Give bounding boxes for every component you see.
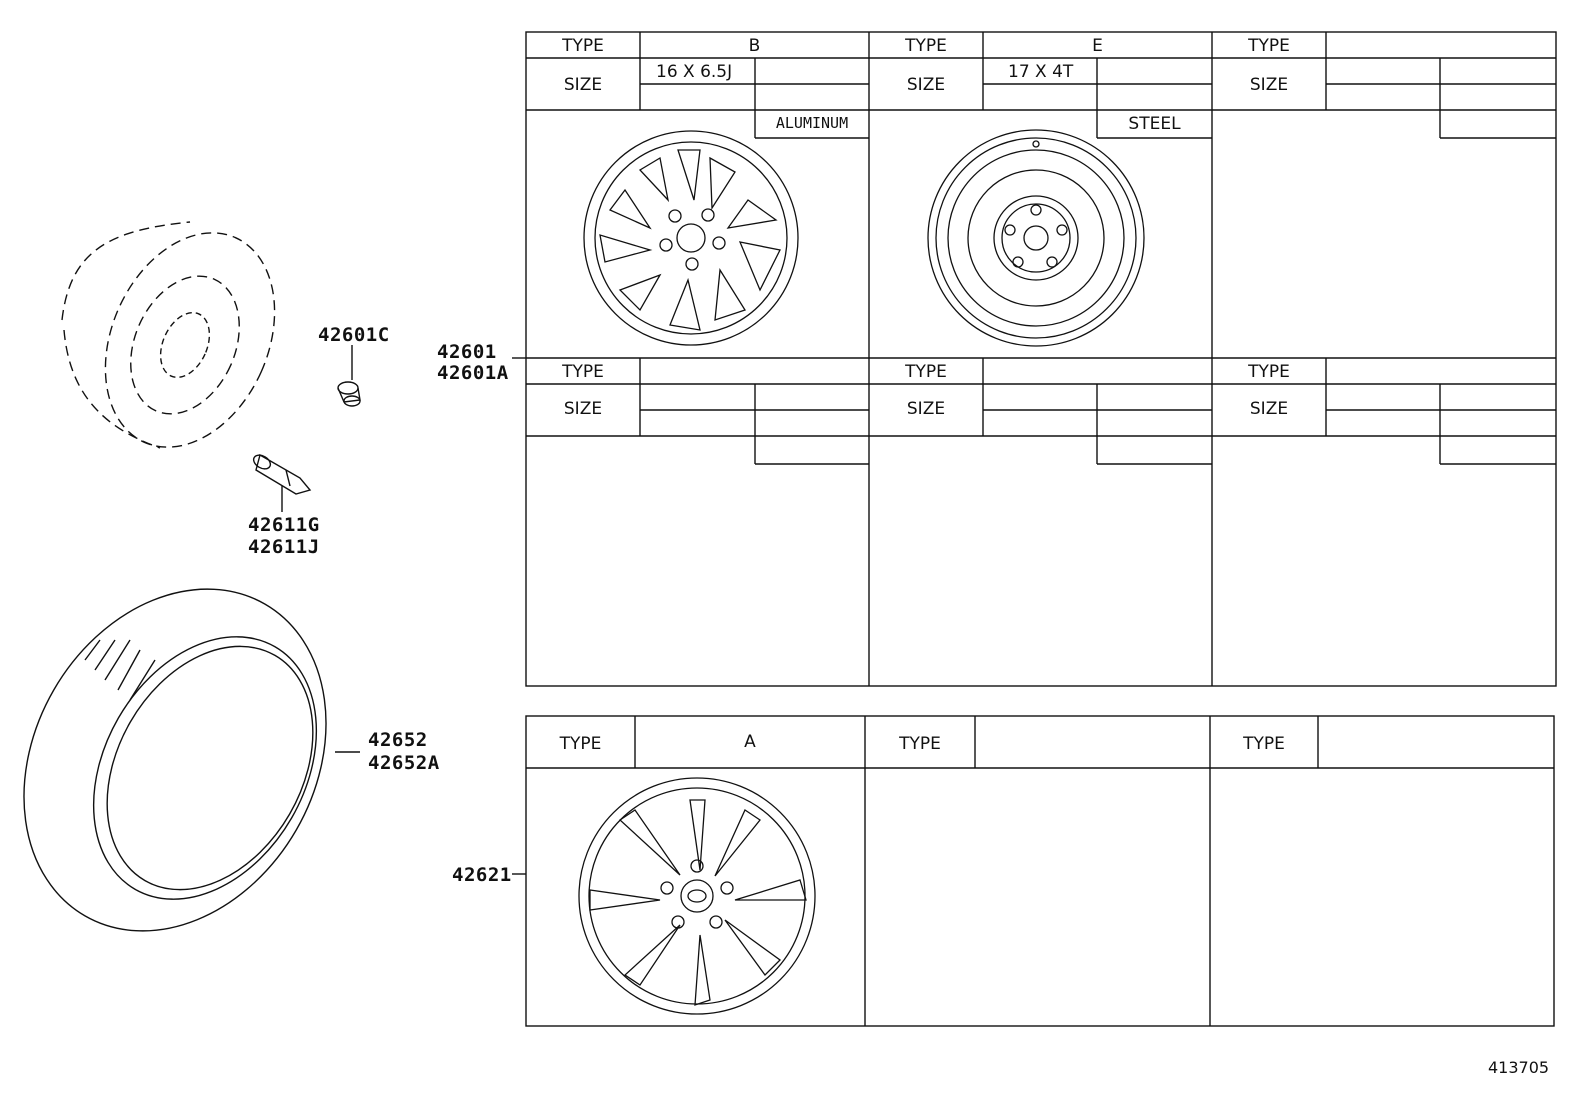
part-number-42621: 42621 [452, 864, 512, 886]
type-label: TYPE [562, 36, 604, 56]
part-number-42611G: 42611G [248, 514, 320, 536]
ornament-table-grid [525, 715, 1555, 1027]
size-label: SIZE [1249, 399, 1289, 419]
wheel-nut-cap-icon [337, 381, 361, 407]
size-label: SIZE [906, 399, 946, 419]
type-label: TYPE [1248, 36, 1290, 56]
type-label: TYPE [905, 362, 947, 382]
ornament-type-value: A [744, 732, 756, 752]
wheel-material-value: ALUMINUM [775, 114, 849, 132]
diagram-id: 413705 [1488, 1058, 1550, 1077]
type-label: TYPE [899, 734, 941, 754]
type-label: TYPE [905, 36, 947, 56]
type-label: TYPE [559, 734, 602, 754]
part-number-42601C: 42601C [318, 324, 390, 346]
size-label: SIZE [1249, 75, 1289, 95]
type-label: TYPE [562, 362, 604, 382]
size-label: SIZE [563, 75, 603, 95]
ornament-wheel-a-icon [578, 777, 816, 1015]
type-label: TYPE [1248, 362, 1290, 382]
size-label: SIZE [563, 399, 603, 419]
aluminum-wheel-b-icon [583, 130, 799, 346]
wheel-type-value: E [1092, 36, 1103, 56]
part-number-42601A: 42601A [437, 362, 509, 384]
steel-spare-wheel-e-icon [927, 129, 1145, 347]
tire-icon [23, 588, 327, 932]
part-number-42611J: 42611J [248, 536, 320, 558]
wheel-material-value: STEEL [1128, 114, 1181, 134]
valve-stem-icon [252, 453, 312, 495]
part-number-42652: 42652 [368, 729, 428, 751]
part-number-42652A: 42652A [368, 752, 440, 774]
size-label: SIZE [906, 75, 946, 95]
wheel-table-grid [525, 31, 1557, 687]
wheel-tire-assembly-dashed [61, 221, 276, 449]
wheel-size-value: 17 X 4T [1008, 62, 1074, 82]
type-label: TYPE [1243, 734, 1285, 754]
wheel-size-value: 16 X 6.5J [656, 62, 733, 82]
wheel-type-value: B [748, 36, 761, 56]
part-number-42601: 42601 [437, 341, 497, 363]
